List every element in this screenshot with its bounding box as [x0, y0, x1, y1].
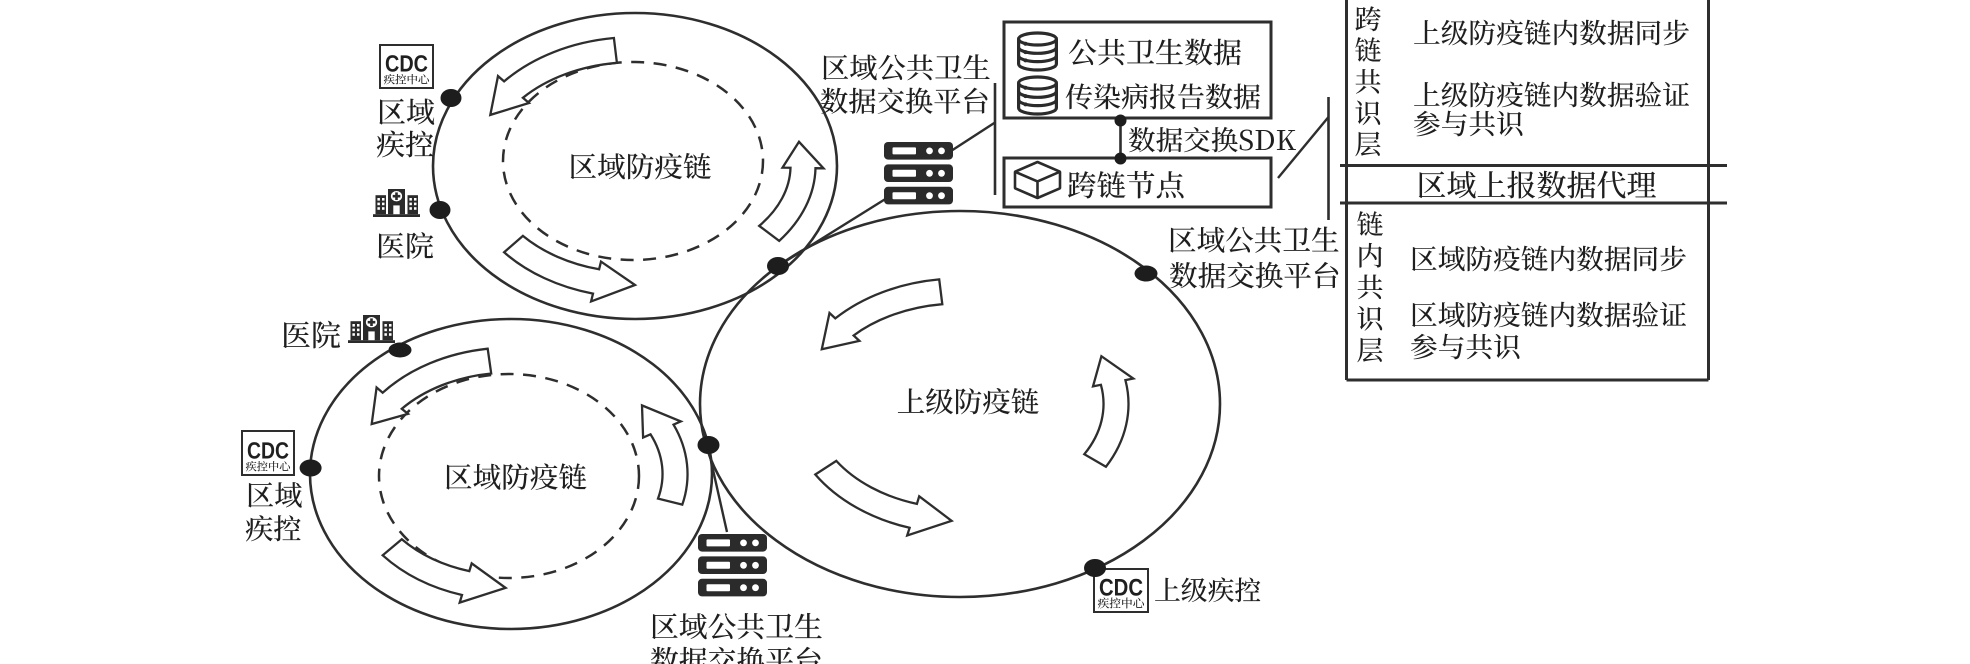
cdc-badge-icon-regional-top: CDC 疾控中心 [379, 44, 434, 89]
hospital-icon-top [373, 189, 420, 217]
label-intra-sync: 区域防疫链内数据同步 [1410, 237, 1687, 277]
cube-icon-cross-chain-node [1013, 160, 1062, 200]
regional-chain-top-circle [431, 11, 839, 321]
node-dot-hospital-bottom [388, 342, 412, 358]
rotation-arrow [813, 459, 955, 538]
cdc-acronym: CDC [247, 437, 289, 463]
cdc-caption: 疾控中心 [1098, 595, 1146, 612]
superior-chain-circle-fill [700, 211, 1220, 597]
cdc-acronym: CDC [1099, 575, 1143, 602]
label-cross-chain-layer: 跨链共识层 [1349, 5, 1388, 161]
label-platform-superior-2: 数据交换平台 [1169, 254, 1341, 295]
server-stack-icon-top [884, 142, 953, 205]
node-dot-regional-cdc-top [440, 89, 462, 107]
connector-node-box-to-bracket [1277, 116, 1330, 179]
label-cross-verify-1: 上级防疫链内数据验证 [1413, 73, 1690, 113]
cdc-caption: 疾控中心 [246, 459, 292, 475]
connector-dot-sdk-bottom [1114, 152, 1127, 165]
label-platform-top-1: 区域公共卫生 [821, 46, 991, 87]
label-hospital-bottom: 医院 [281, 311, 341, 355]
rotation-arrow [820, 278, 944, 351]
label-data-exchange-sdk: 数据交换SDK [1128, 119, 1297, 158]
label-intra-verify-2: 参与共识 [1410, 325, 1522, 365]
node-dot-junction-top [767, 257, 789, 275]
rotation-arrow [502, 234, 638, 304]
database-icon-infectious [1016, 75, 1058, 116]
chain-label-regional-bottom: 区域防疫链 [444, 456, 587, 497]
label-public-health-data: 公共卫生数据 [1068, 31, 1242, 72]
label-platform-superior-1: 区域公共卫生 [1168, 219, 1340, 260]
connector-dot-sdk-top [1114, 114, 1127, 127]
node-dot-superior-cdc [1084, 559, 1106, 577]
label-regional-cdc-top-1: 区域 [377, 91, 435, 132]
node-dot-junction-left [697, 436, 720, 454]
regional-chain-bottom-dashed-ring [377, 372, 641, 580]
label-platform-bottom-1: 区域公共卫生 [650, 605, 823, 646]
label-superior-cdc: 上级疾控 [1154, 569, 1261, 608]
rotation-arrow [488, 36, 619, 117]
rotation-arrow [640, 403, 689, 506]
database-icon-public-health [1016, 31, 1058, 72]
label-intra-chain-layer: 链内共识层 [1351, 210, 1390, 367]
cdc-badge-icon-regional-bottom: CDC 疾控中心 [241, 430, 295, 476]
hospital-icon-bottom [348, 315, 395, 343]
node-dot-regional-cdc-bottom [299, 459, 322, 477]
label-platform-top-2: 数据交换平台 [820, 80, 990, 121]
connector-junction-to-server-top [777, 196, 888, 268]
rotation-arrow [1082, 354, 1137, 469]
superior-chain-circle [698, 209, 1222, 599]
rotation-arrow [757, 139, 827, 243]
label-regional-cdc-bottom-1: 区域 [246, 474, 303, 515]
label-hospital-top: 医院 [376, 225, 434, 266]
label-infectious-report-data: 传染病报告数据 [1065, 76, 1261, 116]
connector-junction-to-server-bottom [707, 451, 729, 533]
label-regional-cdc-top-2: 疾控 [376, 123, 434, 164]
cdc-caption: 疾控中心 [384, 72, 431, 88]
label-platform-bottom-2: 数据交换平台 [650, 639, 823, 664]
label-intra-verify-1: 区域防疫链内数据验证 [1410, 293, 1687, 333]
cdc-badge-icon-superior: CDC 疾控中心 [1093, 568, 1149, 613]
connector-server-top-to-bracket [950, 121, 996, 153]
label-regional-cdc-bottom-2: 疾控 [245, 507, 302, 548]
label-cross-sync: 上级防疫链内数据同步 [1413, 11, 1690, 51]
regional-chain-top-dashed-ring [501, 60, 765, 262]
server-stack-icon-bottom [698, 534, 767, 597]
cdc-acronym: CDC [385, 51, 428, 77]
rotation-arrow [370, 347, 493, 426]
label-cross-chain-node: 跨链节点 [1067, 163, 1187, 205]
node-dot-platform-superior [1134, 265, 1158, 282]
rotation-arrow [380, 537, 509, 605]
label-report-agent: 区域上报数据代理 [1417, 161, 1657, 205]
node-dot-hospital-top [429, 201, 451, 219]
chain-label-superior: 上级防疫链 [897, 380, 1040, 421]
label-cross-verify-2: 参与共识 [1413, 102, 1525, 142]
chain-label-regional-top: 区域防疫链 [569, 145, 712, 186]
